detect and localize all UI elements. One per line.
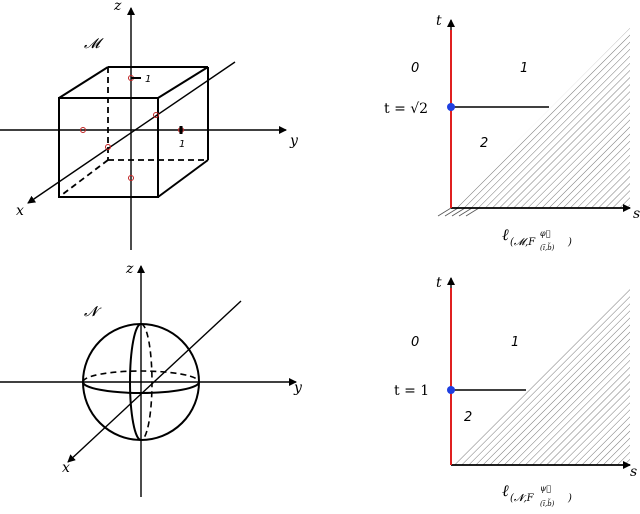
sphere-meridian-back <box>140 323 153 441</box>
cube-right-mark-label: 1 <box>179 139 185 150</box>
top-region-0: 0 <box>411 61 419 76</box>
bottom-threshold-dot <box>447 386 455 394</box>
bottom-t-label: t <box>436 275 442 291</box>
sphere-x-axis <box>67 300 242 463</box>
bottom-caption: ℓ (𝓝,F ψ⃗ (ĩ,b̃) ) <box>502 481 572 508</box>
svg-text:(𝓜,F: (𝓜,F <box>510 237 536 248</box>
top-threshold-dot <box>447 103 455 111</box>
svg-text:φ⃗: φ⃗ <box>540 229 551 238</box>
bottom-region-2: 2 <box>464 410 472 425</box>
svg-text:): ) <box>567 237 572 248</box>
cube-top-mark-label: 1 <box>145 74 151 85</box>
cube-x-axis <box>27 61 236 204</box>
cube-manifold-label: 𝓜 <box>84 36 104 52</box>
svg-text:(ĩ,b̃): (ĩ,b̃) <box>540 497 555 508</box>
cube-y-label: y <box>289 133 299 149</box>
cube-x-label: x <box>16 203 24 219</box>
svg-text:ℓ: ℓ <box>502 481 509 500</box>
bottom-s-label: s <box>630 464 637 480</box>
persistence-diagram-top: t s 0 1 2 t = √2 ℓ (𝓜,F φ⃗ (ĩ,b̃) ) <box>384 13 640 252</box>
top-region-1: 1 <box>520 61 528 76</box>
sphere-y-label: y <box>293 380 303 396</box>
svg-text:(𝓝,F: (𝓝,F <box>510 493 535 504</box>
top-s-label: s <box>633 206 640 222</box>
sphere-equator-back <box>82 370 200 383</box>
cube-body <box>58 66 209 198</box>
sphere-panel: 𝓝 z y x <box>0 261 303 497</box>
svg-text:(ĩ,b̃): (ĩ,b̃) <box>540 241 555 252</box>
svg-text:ℓ: ℓ <box>502 225 509 244</box>
sphere-meridian-front <box>129 323 142 441</box>
sphere-z-label: z <box>125 261 134 277</box>
cube-z-label: z <box>113 0 122 14</box>
svg-text:): ) <box>567 493 572 504</box>
cube-panel: 1 1 𝓜 z y x <box>0 0 299 250</box>
sphere-manifold-label: 𝓝 <box>84 304 102 320</box>
persistence-diagram-bottom: t s 0 1 2 t = 1 ℓ (𝓝,F ψ⃗ (ĩ,b̃) ) <box>394 275 637 508</box>
top-threshold-label: t = √2 <box>384 101 428 117</box>
top-region-2: 2 <box>480 136 488 151</box>
hatched-region-top <box>451 28 630 208</box>
top-caption: ℓ (𝓜,F φ⃗ (ĩ,b̃) ) <box>502 225 572 252</box>
sphere-equator-front <box>82 381 200 394</box>
top-t-label: t <box>436 13 442 29</box>
bottom-threshold-label: t = 1 <box>394 383 429 399</box>
bottom-region-1: 1 <box>511 335 519 350</box>
svg-text:ψ⃗: ψ⃗ <box>540 484 551 493</box>
bottom-region-0: 0 <box>411 335 419 350</box>
hatched-region-bottom <box>451 287 630 465</box>
sphere-x-label: x <box>62 460 70 476</box>
